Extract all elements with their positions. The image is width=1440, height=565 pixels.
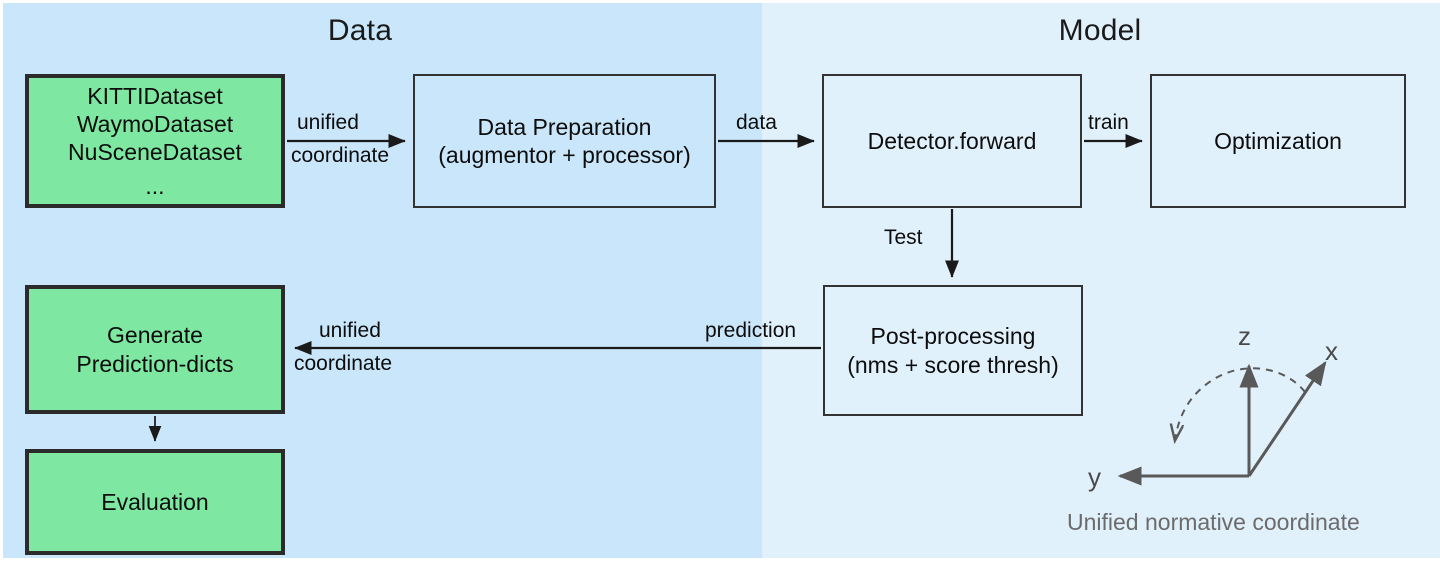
node-data-preparation[interactable]: Data Preparation (augmentor + processor): [413, 74, 716, 208]
edge-label-coordinate-top: coordinate: [291, 144, 390, 167]
edge-label-data: data: [736, 111, 777, 134]
node-optimization[interactable]: Optimization: [1150, 74, 1406, 208]
node-evaluation-label: Evaluation: [101, 488, 209, 515]
node-evaluation[interactable]: Evaluation: [25, 449, 285, 555]
node-detector-forward-label: Detector.forward: [867, 127, 1037, 154]
axis-label-z: z: [1238, 321, 1251, 351]
node-optimization-label: Optimization: [1214, 127, 1342, 154]
axis-label-x: x: [1325, 336, 1338, 366]
node-data-preparation-line-2: (augmentor + processor): [438, 142, 691, 168]
edge-label-train: train: [1088, 111, 1129, 134]
node-generate-line-2: Prediction-dicts: [76, 350, 234, 377]
node-datasets-line-3: NuSceneDataset: [68, 139, 242, 165]
panel-title-model: Model: [1058, 14, 1142, 47]
node-datasets[interactable]: KITTIDataset WaymoDataset NuSceneDataset…: [25, 74, 285, 208]
node-generate-prediction-dicts[interactable]: Generate Prediction-dicts: [25, 285, 285, 414]
edge-label-unified-top: unified: [297, 111, 359, 134]
node-datasets-line-1: KITTIDataset: [87, 82, 223, 109]
node-post-processing-line-2: (nms + score thresh): [847, 351, 1059, 378]
node-post-processing-line-1: Post-processing: [870, 323, 1036, 350]
edge-label-coordinate-bottom: coordinate: [294, 352, 393, 375]
edge-label-test: Test: [884, 226, 923, 249]
edge-label-prediction: prediction: [705, 319, 797, 342]
node-detector-forward[interactable]: Detector.forward: [822, 74, 1082, 208]
node-data-preparation-line-1: Data Preparation: [477, 113, 652, 140]
coordinate-caption: Unified normative coordinate: [1067, 509, 1360, 535]
node-post-processing[interactable]: Post-processing (nms + score thresh): [823, 285, 1083, 416]
node-generate-line-1: Generate: [107, 322, 203, 349]
axis-label-y: y: [1088, 462, 1101, 492]
node-datasets-ellipsis: ...: [145, 173, 165, 200]
edge-label-unified-bottom: unified: [319, 319, 381, 342]
node-datasets-line-2: WaymoDataset: [76, 110, 234, 137]
panel-title-data: Data: [327, 14, 393, 47]
